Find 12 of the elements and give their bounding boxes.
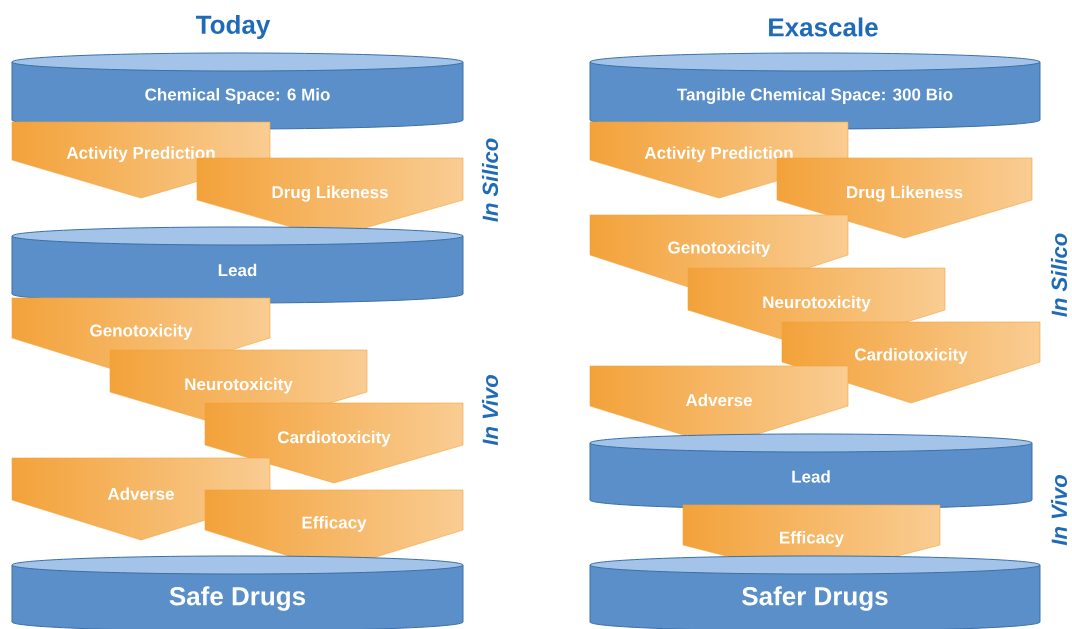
stage-label: In Vivo bbox=[481, 375, 499, 446]
disk: Safer Drugs bbox=[589, 555, 1041, 629]
disk: Lead bbox=[11, 226, 464, 304]
disk: Lead bbox=[589, 433, 1033, 510]
disk: Tangible Chemical Space: 300 Bio bbox=[589, 52, 1041, 130]
filter-band: Cardiotoxicity bbox=[204, 402, 464, 484]
stage-label: In Silico bbox=[481, 138, 499, 222]
stage-label: In Vivo bbox=[1050, 475, 1068, 546]
column-heading: Exascale bbox=[769, 17, 878, 37]
disk: Safe Drugs bbox=[11, 555, 464, 629]
disk: Chemical Space: 6 Mio bbox=[11, 52, 464, 130]
stage-label: In Silico bbox=[1050, 233, 1068, 317]
